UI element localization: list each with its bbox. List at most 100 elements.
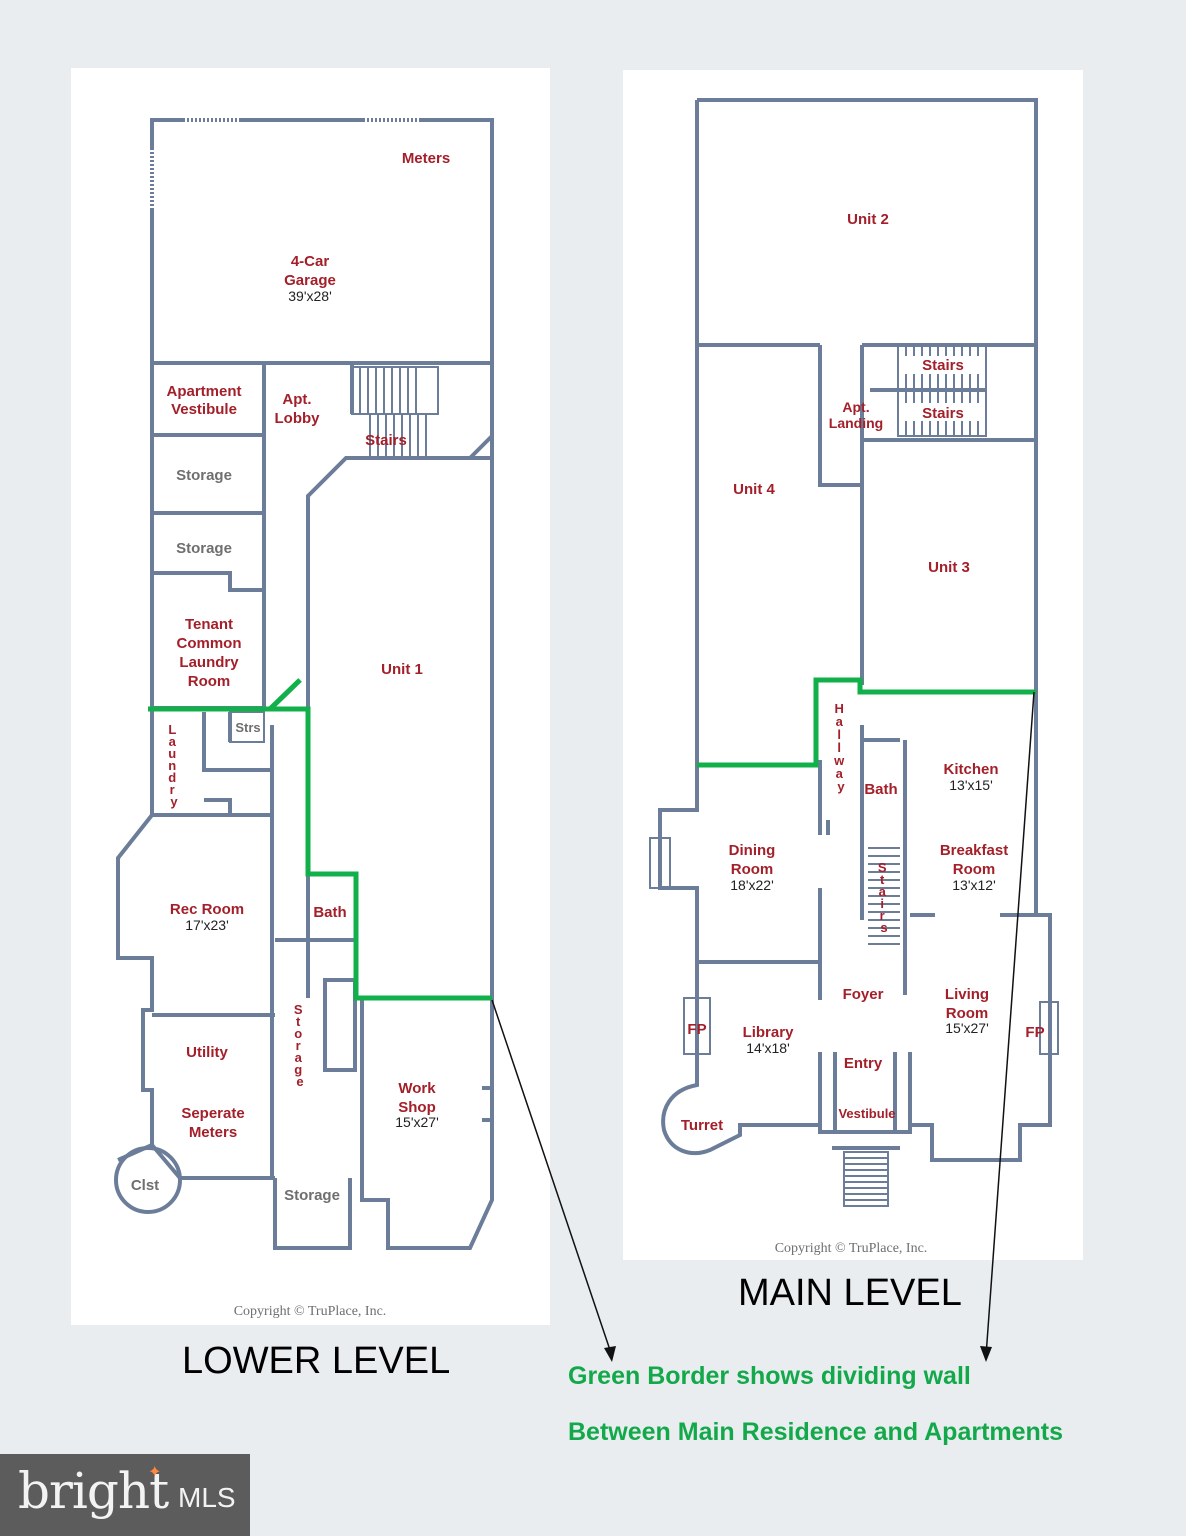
label-apt-lobby-2: Lobby [275, 410, 321, 427]
label-bath-main: Bath [864, 781, 897, 798]
annotation-arrows [491, 691, 1035, 1362]
label-living-dim: 15'x27' [945, 1020, 989, 1036]
laundry-char: d [168, 770, 176, 785]
label-library-dim: 14'x18' [746, 1040, 790, 1056]
label-hallway-vertical: H a l l w a y [833, 701, 848, 794]
main-copyright: Copyright © TruPlace, Inc. [775, 1241, 928, 1256]
label-meters: Meters [402, 150, 450, 167]
label-work-shop-dim: 15'x27' [395, 1114, 439, 1130]
stairs-char: t [880, 872, 885, 887]
storage-char: e [296, 1074, 303, 1089]
label-meters2-1: Seperate [181, 1105, 244, 1122]
hallway-char: H [834, 701, 843, 716]
arrow-main [985, 691, 1035, 1357]
lower-stairs-treads [359, 367, 427, 458]
lower-level-plan: Meters 4-Car Garage 39'x28' Apartment Ve… [114, 117, 494, 1319]
label-strs: Strs [235, 720, 260, 735]
label-turret: Turret [681, 1117, 723, 1134]
label-laundry-3: Laundry [179, 654, 239, 671]
laundry-char: n [168, 758, 176, 773]
arrow-lower [491, 999, 613, 1357]
label-unit-4: Unit 4 [733, 481, 775, 498]
stairs-char: S [878, 860, 887, 875]
label-laundry-1: Tenant [185, 616, 233, 633]
label-clst: Clst [131, 1177, 159, 1194]
label-rec-room: Rec Room [170, 901, 244, 918]
label-living-1: Living [945, 986, 989, 1003]
stairs-char: r [880, 908, 885, 923]
arrow-lower-head [604, 1346, 616, 1362]
label-dining-1: Dining [729, 842, 776, 859]
logo-brand: bright [18, 1462, 169, 1520]
hallway-char: a [836, 714, 844, 729]
hallway-char: l [837, 727, 841, 742]
closet-circle [114, 1146, 182, 1214]
hallway-char: y [837, 779, 845, 794]
laundry-char: r [170, 782, 175, 797]
label-living-2: Room [946, 1005, 989, 1022]
label-garage-2: Garage [284, 272, 336, 289]
main-level-plan: Unit 2 Stairs Stairs Apt. Landing Unit 4… [649, 98, 1059, 1256]
stairs-char: a [879, 884, 887, 899]
label-breakfast-dim: 13'x12' [952, 877, 996, 893]
label-storage-3: Storage [284, 1187, 340, 1204]
laundry-char: L [168, 722, 176, 737]
label-storage-2: Storage [176, 540, 232, 557]
label-laundry-vertical: L a u n d r y [168, 722, 180, 809]
hallway-char: w [833, 753, 845, 768]
storage-char: o [294, 1026, 302, 1041]
label-dining-dim: 18'x22' [730, 877, 774, 893]
main-level-title: MAIN LEVEL [738, 1272, 962, 1314]
label-stairs-1: Stairs [922, 357, 964, 374]
laundry-char: y [170, 794, 178, 809]
label-apt-vestibule-2: Vestibule [171, 401, 237, 418]
laundry-char: u [168, 746, 176, 761]
label-garage-1: 4-Car [291, 253, 330, 270]
label-stairs: Stairs [365, 432, 407, 449]
storage-char: S [294, 1002, 303, 1017]
main-outline [695, 98, 1038, 765]
main-divider-line [697, 677, 1036, 768]
hallway-char: a [836, 766, 844, 781]
label-work-shop-1: Work [398, 1080, 436, 1097]
main-inner-stairs [868, 847, 900, 945]
label-apt-vestibule-1: Apartment [166, 383, 241, 400]
hallway-char: l [837, 740, 841, 755]
label-meters2-2: Meters [189, 1124, 237, 1141]
lower-copyright: Copyright © TruPlace, Inc. [234, 1304, 387, 1319]
lower-divider-line [148, 678, 492, 1001]
label-laundry-4: Room [188, 673, 231, 690]
bright-mls-logo: bright ✦ MLS [0, 1454, 250, 1536]
label-vestibule: Vestibule [838, 1106, 895, 1121]
stairs-char: i [880, 896, 884, 911]
label-storage-vertical: S t o r a g e [294, 1002, 306, 1089]
label-breakfast-1: Breakfast [940, 842, 1008, 859]
label-bath: Bath [313, 904, 346, 921]
label-laundry-2: Common [177, 635, 242, 652]
label-dining-2: Room [731, 861, 774, 878]
label-kitchen-dim: 13'x15' [949, 777, 993, 793]
label-work-shop-2: Shop [398, 1099, 436, 1116]
lower-level-title: LOWER LEVEL [182, 1340, 451, 1382]
label-rec-room-dim: 17'x23' [185, 917, 229, 933]
label-apt-landing-1: Apt. [842, 399, 869, 415]
label-stairs-vertical: S t a i r s [878, 860, 890, 935]
label-garage-dim: 39'x28' [288, 288, 332, 304]
label-apt-landing-2: Landing [829, 415, 883, 431]
label-storage-1: Storage [176, 467, 232, 484]
storage-char: r [296, 1038, 301, 1053]
label-breakfast-2: Room [953, 861, 996, 878]
storage-char: g [294, 1062, 302, 1077]
label-unit-2: Unit 2 [847, 211, 889, 228]
stairs-char: s [880, 920, 887, 935]
entry-steps [843, 1151, 889, 1207]
label-unit-3: Unit 3 [928, 559, 970, 576]
note-line-2: Between Main Residence and Apartments [568, 1418, 1064, 1446]
label-fp-left: FP [687, 1021, 706, 1038]
logo-suffix: MLS [178, 1482, 236, 1513]
storage-char: t [296, 1014, 301, 1029]
label-stairs-2: Stairs [922, 405, 964, 422]
arrow-main-head [980, 1346, 992, 1362]
laundry-char: a [169, 734, 177, 749]
